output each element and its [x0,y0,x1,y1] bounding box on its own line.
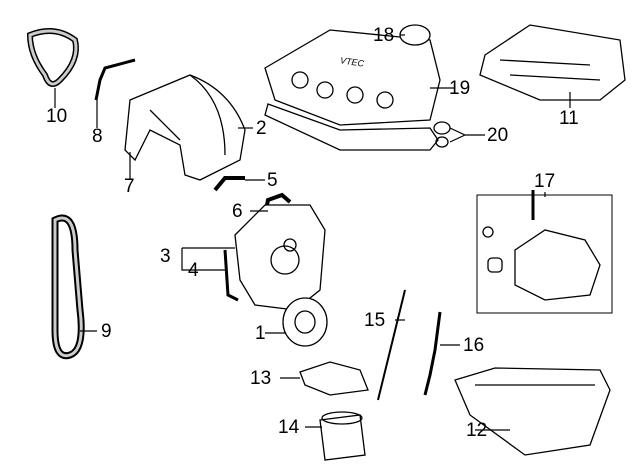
callout-8: 8 [92,126,103,147]
callout-7: 7 [124,176,135,197]
callout-18: 18 [373,25,395,46]
callout-5: 5 [267,170,278,191]
callout-16: 16 [463,335,485,356]
gasket-4 [223,249,239,302]
upper-cover [124,74,246,181]
callout-6: 6 [232,201,243,222]
dipstick [377,289,406,401]
crankshaft-pulley [282,297,328,347]
seal-strip [94,58,136,101]
callout-9: 9 [101,321,112,342]
oil-pan [454,367,611,456]
leader-lines [54,34,571,431]
callout-20: 20 [487,125,509,146]
oil-pump-kit [514,229,601,301]
oil-filter [319,414,366,461]
valve-cover [264,29,441,126]
hose-5 [213,176,245,192]
callout-15: 15 [364,310,386,331]
callout-14: 14 [278,417,300,438]
callout-4: 4 [188,260,199,281]
callout-13: 13 [250,368,272,389]
valve-cover-gasket [264,103,439,151]
callout-3: 3 [160,246,171,267]
bracket [299,361,369,396]
callout-10: 10 [46,106,68,127]
callout-17: 17 [534,171,556,192]
callout-1: 1 [255,323,266,344]
oil-pump [234,204,326,311]
dipstick-tube [423,311,442,396]
balancer-belt [26,28,79,87]
callout-11: 11 [559,108,579,129]
callout-19: 19 [449,78,471,99]
seal-ring [433,121,451,135]
callout-2: 2 [256,118,267,139]
callout-12: 12 [466,420,488,441]
